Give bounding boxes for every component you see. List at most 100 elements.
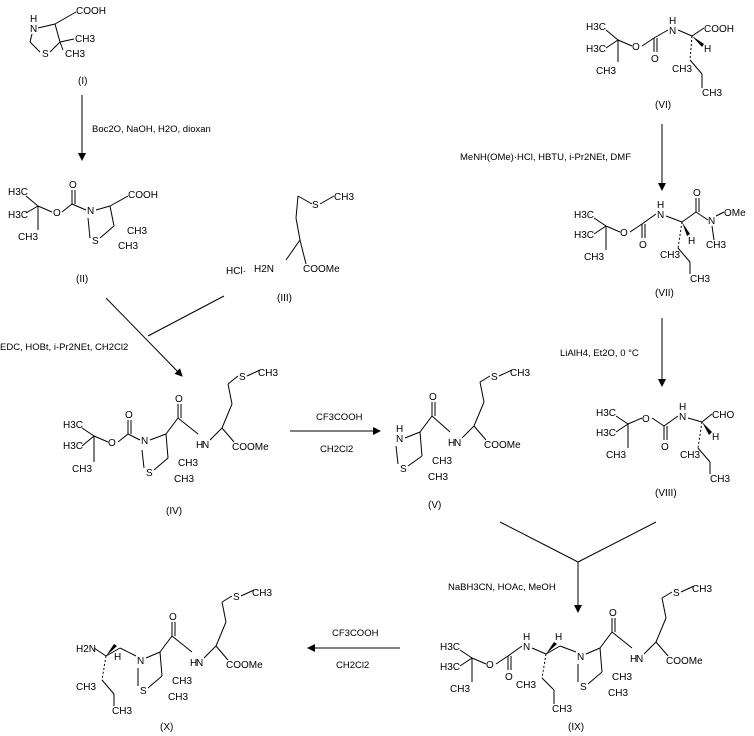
methyl-group: CH3 [612,672,632,683]
methyl-group: CH3 [18,232,38,243]
atom-o: O [642,414,650,425]
atom-o: O [693,188,701,199]
methyl-group: CH3 [660,250,680,261]
methyl-group: CH3 [510,368,530,379]
atom-s: S [92,236,99,247]
atom-n: N [454,438,461,449]
methyl-group: CH3 [552,704,572,715]
methyl-group: CH3 [706,240,726,251]
atom-n: H [196,440,203,451]
methyl-group: H3C [574,230,594,241]
methyl-group: CH3 [432,456,452,467]
atom-h: H [555,632,562,643]
methyl-group: H3C [63,441,83,452]
reaction-arrow-branch [577,521,657,563]
atom-n: N [141,436,148,447]
methyl-group: H3C [8,210,28,221]
methyl-group: CH3 [178,458,198,469]
cooh-group: COOH [76,6,106,17]
atom-n: N [679,412,686,423]
methyl-group: CH3 [584,252,604,263]
ester-group: COOMe [484,440,521,451]
atom-n: H [669,16,676,27]
compound-label: (X) [160,722,173,733]
reagent-text: CH2Cl2 [336,660,369,671]
methyl-group: CH3 [72,464,92,475]
atom-n: H [523,632,530,643]
compound-II: H3C H3C CH3 O O N COOH CH3 CH3 S (II) [8,180,158,285]
reaction-arrow-branch [499,521,579,563]
atom-o: O [108,438,116,449]
atom-n: H [679,402,686,413]
atom-h: H [704,44,711,55]
atom-o: O [125,410,133,421]
methyl-group: CH3 [608,688,628,699]
atom-s: S [400,464,407,475]
compound-label: (V) [428,500,441,511]
atom-n: N [708,216,715,227]
methyl-group: CH3 [75,34,95,45]
methyl-group: CH3 [702,88,722,99]
compound-VI: H3C H3C CH3 O O H N COOH H CH3 CH3 (VI) [586,16,734,111]
atom-s: S [673,588,680,599]
atom-s: S [239,372,246,383]
methyl-group: CH3 [690,274,710,285]
amine-group: H2N [76,644,96,655]
reagent-text: CF3COOH [316,412,363,423]
reagent-text: LiAlH4, Et2O, 0 °C [560,348,639,359]
ester-group: COOMe [226,660,263,671]
methyl-group: CH3 [76,682,96,693]
methyl-group: CH3 [606,450,626,461]
atom-n: N [657,210,664,221]
ester-group: COOMe [303,264,340,275]
methyl-group: CH3 [692,584,712,595]
atom-o: O [632,42,640,53]
compound-label: (I) [78,76,87,87]
compound-IX: H3C H3C CH3 O O H N H CH3 CH3 N O H N [440,584,712,733]
atom-o: O [609,608,617,619]
compound-I: H N COOH CH3 CH3 S (I) [29,6,106,87]
atom-s: S [140,686,147,697]
atom-n: N [523,642,530,653]
compound-VII: H3C H3C CH3 O O H N O N OMe CH3 H CH3 CH… [574,188,746,299]
methyl-group: CH3 [174,474,194,485]
methyl-group: CH3 [252,588,272,599]
atom-n: N [669,26,676,37]
methyl-group: CH3 [680,450,700,461]
ester-group: COOMe [666,656,703,667]
compound-label: (VIII) [655,488,677,499]
cooh-group: COOH [128,190,158,201]
atom-o: O [661,442,669,453]
atom-o: O [429,392,437,403]
compound-label: (VII) [655,288,674,299]
amine-group: H2N [254,264,274,275]
atom-n: N [202,440,209,451]
reagent-text: NaBH3CN, HOAc, MeOH [448,582,556,593]
methyl-group: CH3 [112,706,132,717]
methyl-group: CH3 [596,66,616,77]
atom-o: O [651,54,659,65]
methyl-group: CH3 [118,241,138,252]
methyl-group: CH3 [428,472,448,483]
methyl-group: CH3 [450,684,470,695]
methyl-group: CH3 [127,226,147,237]
methyl-group: H3C [574,210,594,221]
compound-label: (IV) [166,506,182,517]
compound-III: S CH3 HCl· H2N COOMe (III) [226,192,354,304]
atom-s: S [491,372,498,383]
reaction-arrow [105,297,183,377]
methyl-group: CH3 [516,680,536,691]
compound-VIII: H3C H3C CH3 O O H N CHO H CH3 CH3 (VIII) [596,402,734,499]
reagent-text: CH2Cl2 [320,444,353,455]
atom-n: N [87,206,94,217]
methyl-group: CH3 [672,64,692,75]
ester-group: COOMe [232,442,269,453]
atom-h: H [114,652,121,663]
atom-n: N [196,658,203,669]
compound-X: H2N H CH3 CH3 N O H N S CH3 COOMe CH3 CH… [76,588,272,733]
methyl-group: H3C [586,22,606,33]
cooh-group: COOH [704,24,734,35]
atom-o: O [639,240,647,251]
methyl-group: H3C [596,408,616,419]
